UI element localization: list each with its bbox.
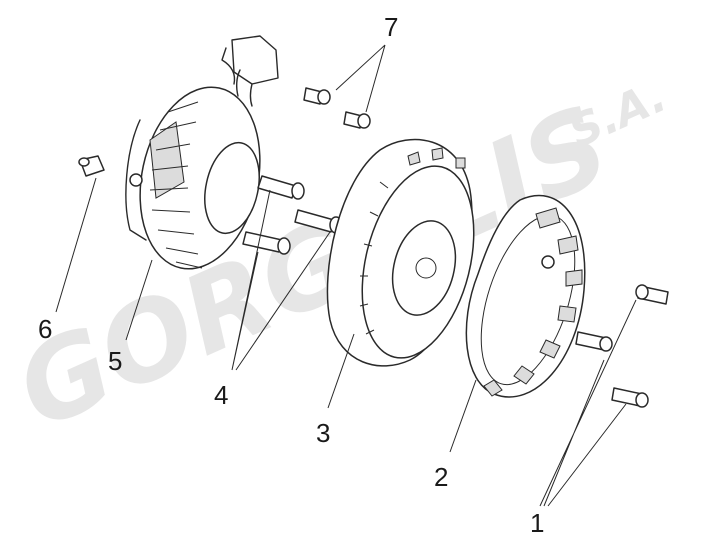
callout-4: 4 <box>214 380 228 410</box>
callout-6: 6 <box>38 314 52 344</box>
rotor-part <box>326 138 475 367</box>
rotor-hub <box>391 220 457 316</box>
callout-labels: 7 6 5 4 3 2 1 <box>38 12 544 538</box>
screw-6 <box>78 155 105 177</box>
stator-mount-hole <box>129 173 143 187</box>
screws-7 <box>303 87 371 129</box>
stator-inner-bore <box>204 141 260 235</box>
fan-hole <box>541 255 555 269</box>
screws-1 <box>575 284 669 408</box>
callout-1: 1 <box>530 508 544 538</box>
callout-3: 3 <box>316 418 330 448</box>
watermark-suffix: S.A. <box>562 71 674 158</box>
stator-part <box>125 35 279 270</box>
callout-7: 7 <box>384 12 398 42</box>
callout-2: 2 <box>434 462 448 492</box>
callout-5: 5 <box>108 346 122 376</box>
leader-lines <box>55 44 637 507</box>
fan-part <box>465 194 586 398</box>
stator-connector-block <box>231 35 279 85</box>
